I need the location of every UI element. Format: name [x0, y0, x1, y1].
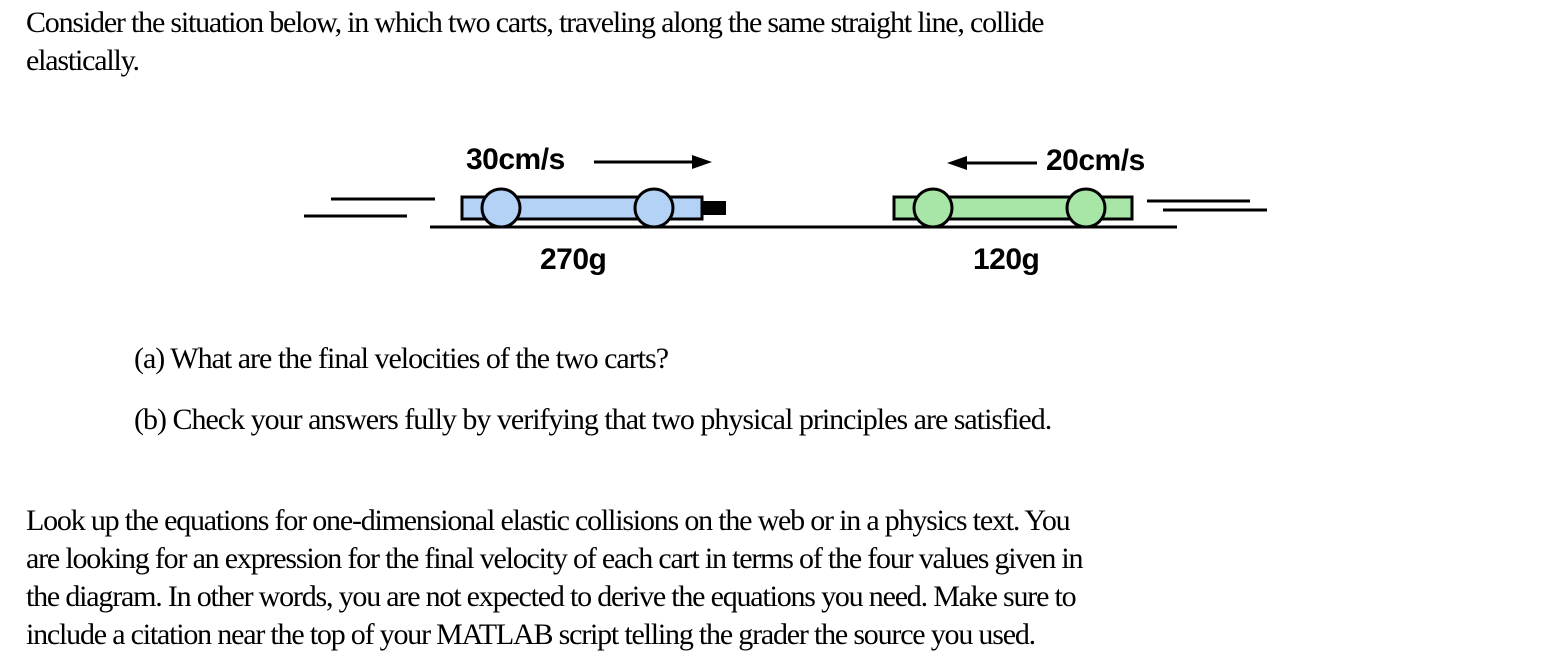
intro-paragraph: Consider the situation below, in which t… — [26, 4, 1044, 80]
wheel-icon — [633, 187, 675, 229]
instructions-line: the diagram. In other words, you are not… — [26, 580, 1077, 613]
wheel-icon — [912, 187, 954, 229]
blue-cart-bumper — [702, 201, 726, 215]
carts-illustration — [304, 155, 1267, 229]
intro-line: elastically. — [26, 44, 140, 77]
question-a: (a) What are the final velocities of the… — [134, 342, 669, 375]
right-cart-mass: 120g — [973, 243, 1040, 276]
instructions-line: Look up the equations for one-dimensiona… — [26, 504, 1071, 537]
right-cart-velocity: 20cm/s — [1046, 144, 1145, 177]
left-cart-velocity: 30cm/s — [466, 143, 565, 176]
instructions-paragraph: Look up the equations for one-dimensiona… — [26, 502, 1084, 654]
left-cart-mass: 270g — [540, 243, 607, 276]
wheel-icon — [1065, 187, 1107, 229]
question-b: (b) Check your answers fully by verifyin… — [134, 403, 1052, 436]
collision-diagram: 30cm/s 270g 20cm/s 120g — [0, 0, 1554, 304]
wheel-icon — [480, 187, 522, 229]
instructions-line: include a citation near the top of your … — [26, 618, 1036, 651]
intro-line: Consider the situation below, in which t… — [26, 6, 1044, 39]
instructions-line: are looking for an expression for the fi… — [26, 542, 1084, 575]
